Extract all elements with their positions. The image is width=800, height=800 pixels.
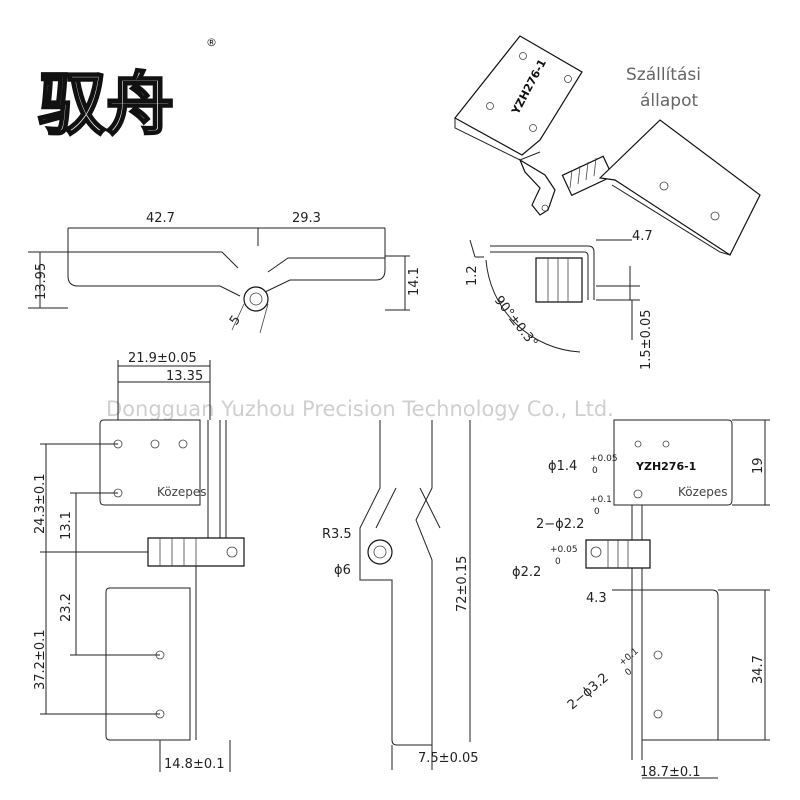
shipping-state-label-2: állapot bbox=[640, 91, 698, 111]
dim-left-23-2: 23.2 bbox=[59, 593, 74, 622]
watermark: Dongguan Yuzhou Precision Technology Co.… bbox=[106, 397, 614, 421]
dim-side-angle: 90°±0.3° bbox=[491, 293, 540, 350]
dim-right-hole-c: ϕ2.2 bbox=[512, 565, 541, 580]
dim-right-hole-c-tol-up: +0.05 bbox=[550, 545, 578, 555]
dim-right-hole-b-tol-up: +0.1 bbox=[590, 495, 612, 505]
dim-right-4-3: 4.3 bbox=[586, 591, 607, 606]
registered-mark: ® bbox=[206, 36, 217, 49]
dim-right-hole-a-tol-lo: 0 bbox=[592, 466, 598, 476]
dim-right-hole-b-tol-lo: 0 bbox=[594, 507, 600, 517]
top-view bbox=[28, 227, 410, 334]
dim-right-hole-d: 2−ϕ3.2 bbox=[565, 670, 612, 713]
right-front-view: YZH276-1 bbox=[585, 419, 770, 779]
dim-top-14-1: 14.1 bbox=[407, 267, 422, 296]
dim-right-hole-a-tol-up: +0.05 bbox=[590, 454, 618, 464]
dim-left-13-1: 13.1 bbox=[59, 511, 74, 540]
dim-top-pin-5: 5 bbox=[227, 313, 244, 328]
dim-left-14-8: 14.8±0.1 bbox=[164, 757, 225, 772]
dim-left-13-35: 13.35 bbox=[166, 369, 203, 384]
dim-top-29-3: 29.3 bbox=[292, 211, 321, 226]
dim-center-dia6: ϕ6 bbox=[334, 563, 351, 578]
dim-side-4-7: 4.7 bbox=[632, 229, 653, 244]
dim-top-13-95: 13.95 bbox=[34, 263, 49, 300]
dim-right-hole-a: ϕ1.4 bbox=[548, 459, 577, 474]
dim-top-42-7: 42.7 bbox=[146, 211, 175, 226]
center-front-view bbox=[359, 420, 471, 770]
dim-right-hole-d-tol-up: +0.1 bbox=[618, 647, 641, 669]
dim-right-19: 19 bbox=[751, 457, 766, 474]
dim-right-hole-b: 2−ϕ2.2 bbox=[536, 517, 584, 532]
dim-left-37-2: 37.2±0.1 bbox=[33, 629, 48, 690]
brand-logo: 驭舟 ® bbox=[37, 36, 217, 146]
iso-view: YZH276-1 bbox=[454, 35, 761, 256]
dim-right-34-7: 34.7 bbox=[751, 655, 766, 684]
shipping-state-label-1: Szállítási bbox=[626, 65, 701, 85]
dim-center-72: 72±0.15 bbox=[455, 556, 470, 612]
side-view bbox=[469, 239, 640, 353]
dim-right-hole-c-tol-lo: 0 bbox=[555, 557, 561, 567]
dim-center-r3-5: R3.5 bbox=[322, 527, 352, 542]
right-model-label: YZH276-1 bbox=[635, 460, 696, 473]
middle-label-left: Közepes bbox=[157, 485, 207, 499]
dim-right-18-7: 18.7±0.1 bbox=[640, 765, 701, 780]
logo-text: 驭舟 bbox=[38, 65, 174, 145]
left-front-view bbox=[40, 360, 245, 772]
dim-left-24-3: 24.3±0.1 bbox=[33, 473, 48, 534]
dim-side-1-2: 1.2 bbox=[465, 265, 480, 286]
middle-label-right: Közepes bbox=[678, 485, 728, 499]
dim-side-1-5: 1.5±0.05 bbox=[639, 309, 654, 370]
dim-left-21-9: 21.9±0.05 bbox=[128, 351, 197, 366]
dim-center-7-5: 7.5±0.05 bbox=[418, 751, 479, 766]
dim-right-hole-d-tol-lo: 0 bbox=[624, 667, 635, 679]
